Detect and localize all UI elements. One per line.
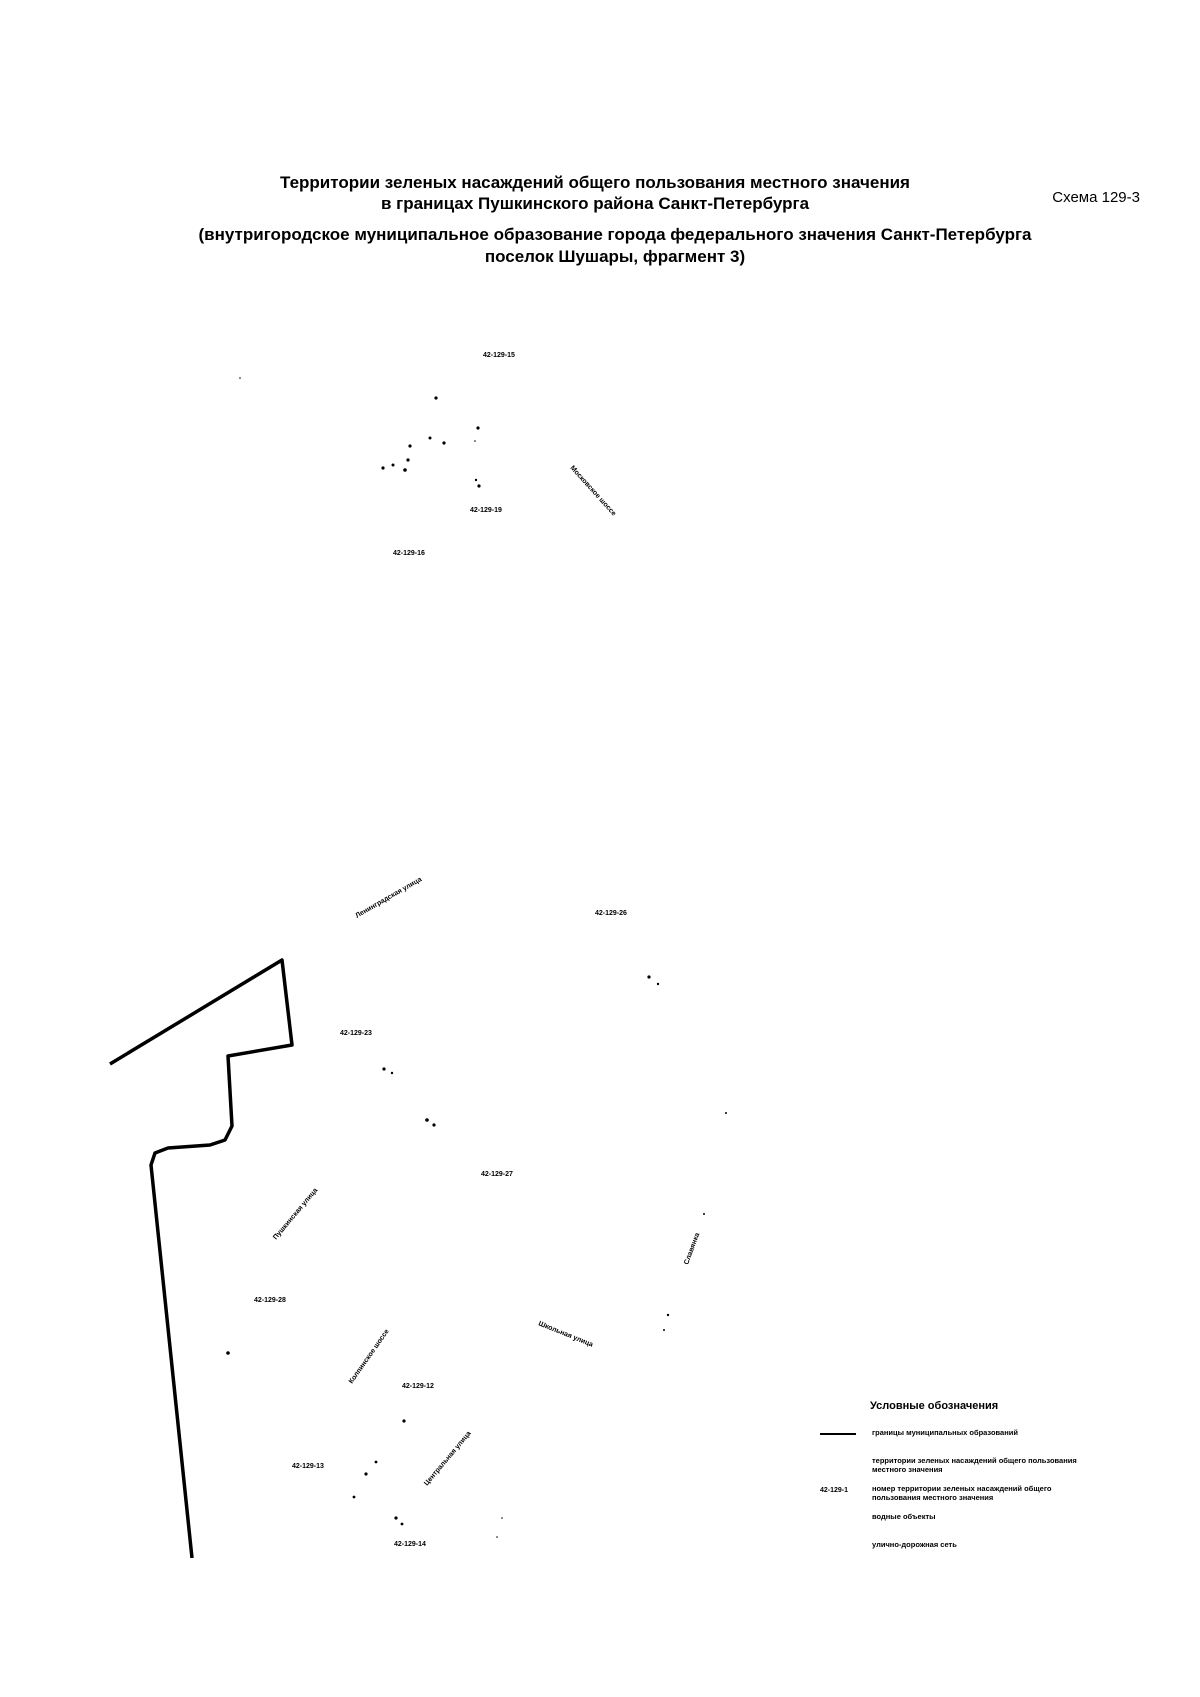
legend-text: номер территории зеленых насаждений обще… xyxy=(872,1484,1052,1502)
territory-label: 42-129-14 xyxy=(394,1541,426,1548)
street-label: Ленинградская улица xyxy=(355,876,424,920)
territory-label: 42-129-13 xyxy=(292,1463,324,1470)
legend-symbol-territory-number: 42-129-1 xyxy=(820,1487,849,1494)
street-label: Школьная улица xyxy=(537,1320,594,1348)
map-subtitle: (внутригородское муниципальное образован… xyxy=(120,224,1110,268)
territory-label: 42-129-16 xyxy=(393,550,425,557)
street-label: Колпинское шоссе xyxy=(348,1328,391,1385)
map-title: Территории зеленых насаждений общего пол… xyxy=(120,172,1070,214)
street-label: Московское шоссе xyxy=(569,465,618,518)
street-label: Славянка xyxy=(683,1232,701,1266)
legend-item-green-areas: территории зеленых насаждений общего пол… xyxy=(820,1456,1130,1478)
legend-item-roads: улично-дорожная сеть xyxy=(820,1540,1130,1562)
legend-title: Условные обозначения xyxy=(870,1400,999,1412)
territory-label: 42-129-23 xyxy=(340,1030,372,1037)
territory-label: 42-129-28 xyxy=(254,1297,286,1304)
legend-symbol-boundary-line xyxy=(820,1431,866,1435)
map-fragments xyxy=(226,377,727,1538)
map-title-line-1: Территории зеленых насаждений общего пол… xyxy=(280,173,910,192)
legend-item-water: водные объекты xyxy=(820,1512,1130,1534)
territory-label: 42-129-12 xyxy=(402,1383,434,1390)
legend-text: границы муниципальных образований xyxy=(872,1428,1018,1437)
street-label: Пушкинская улица xyxy=(272,1187,319,1241)
legend-item-boundary: границы муниципальных образований xyxy=(820,1428,1130,1450)
legend-text: улично-дорожная сеть xyxy=(872,1540,957,1549)
legend-item-territory-number: 42-129-1 номер территории зеленых насажд… xyxy=(820,1484,1130,1506)
territory-label: 42-129-27 xyxy=(481,1171,513,1178)
street-label: Центральная улица xyxy=(423,1430,473,1487)
municipal-boundary xyxy=(109,958,294,1559)
legend-text: территории зеленых насаждений общего пол… xyxy=(872,1456,1077,1474)
legend: Условные обозначения границы муниципальн… xyxy=(820,1400,1130,1568)
territory-label: 42-129-19 xyxy=(470,507,502,514)
scheme-number: Схема 129-3 xyxy=(1052,189,1140,206)
territory-label: 42-129-26 xyxy=(595,910,627,917)
legend-text: водные объекты xyxy=(872,1512,936,1521)
map-subtitle-line-2: поселок Шушары, фрагмент 3) xyxy=(484,247,746,266)
territory-label: 42-129-15 xyxy=(483,352,515,359)
map-subtitle-line-1: (внутригородское муниципальное образован… xyxy=(198,225,1032,244)
map-title-line-2: в границах Пушкинского района Санкт-Пете… xyxy=(380,194,810,213)
